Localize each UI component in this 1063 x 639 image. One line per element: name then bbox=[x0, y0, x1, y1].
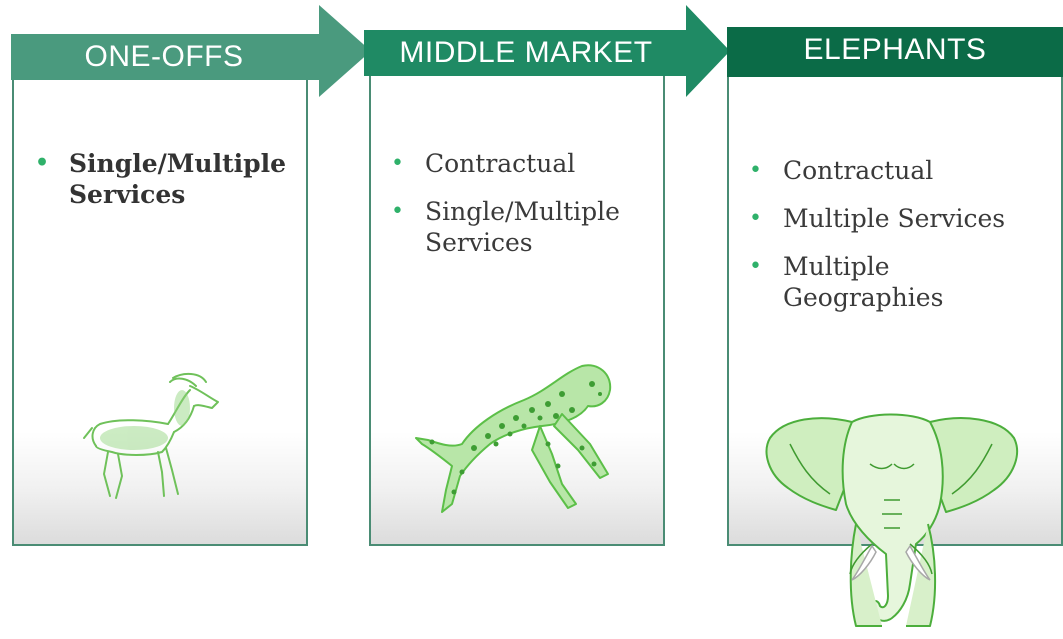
bullet-icon: • bbox=[391, 199, 404, 224]
bullet-item: •Multiple Geographies bbox=[749, 252, 944, 312]
stage-card-one-offs bbox=[12, 74, 308, 546]
stage-bullets-elephants: •Contractual •Multiple Services •Multipl… bbox=[749, 155, 1049, 330]
stage-banner-one-offs: ONE-OFFS bbox=[11, 5, 371, 97]
bullet-item: •Multiple Services bbox=[749, 204, 1006, 233]
stage-title: ELEPHANTS bbox=[803, 33, 987, 66]
banner-arrow-shape bbox=[364, 5, 730, 97]
gazelle-icon bbox=[83, 372, 219, 499]
stage-card-middle-market bbox=[369, 74, 665, 546]
stage-banner-middle-market: MIDDLE MARKET bbox=[364, 5, 730, 97]
banner-arrow-shape bbox=[11, 5, 371, 97]
bullet-item: •Contractual bbox=[391, 149, 576, 178]
elephant-icon bbox=[765, 413, 1019, 627]
stage-banner-elephants: ELEPHANTS bbox=[727, 27, 1063, 77]
bullet-icon: • bbox=[749, 206, 762, 231]
banner-shape bbox=[727, 27, 1063, 77]
bullet-item: •Single/Multiple Services bbox=[391, 197, 620, 257]
bullet-icon: • bbox=[391, 151, 404, 176]
stage-title: ONE-OFFS bbox=[84, 40, 244, 73]
bullet-item: •Contractual bbox=[749, 156, 934, 185]
stage-bullets-one-offs: •Single/Multiple Services bbox=[35, 148, 295, 227]
bullet-icon: • bbox=[35, 150, 50, 176]
cheetah-icon bbox=[415, 364, 612, 513]
bullet-icon: • bbox=[749, 158, 762, 183]
bullet-item: •Single/Multiple Services bbox=[35, 149, 287, 209]
stage-title: MIDDLE MARKET bbox=[399, 36, 653, 69]
bullet-icon: • bbox=[749, 254, 762, 279]
stage-bullets-middle-market: •Contractual •Single/Multiple Services bbox=[391, 148, 661, 275]
